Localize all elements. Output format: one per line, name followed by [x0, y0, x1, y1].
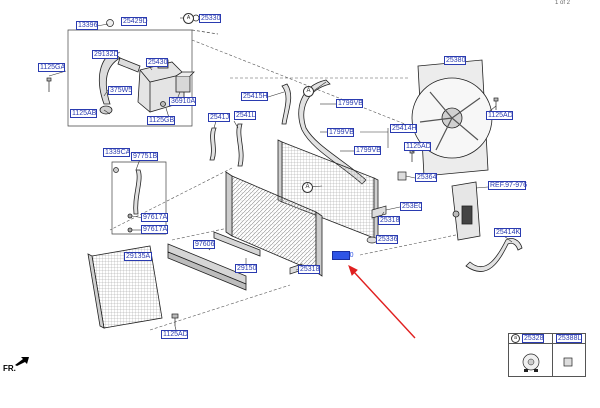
- part-label-25364[interactable]: 25364: [415, 173, 437, 182]
- part-label-1125ad-lower[interactable]: 1125AD: [161, 330, 188, 339]
- part-label-97751b[interactable]: 97751B: [131, 152, 158, 161]
- legend-parts-drawing: [522, 353, 573, 372]
- part-label-1339ca[interactable]: 1339CA: [103, 148, 131, 157]
- hose-25414k-drawing: [465, 238, 523, 272]
- legend-part-25328[interactable]: 25328: [522, 334, 544, 343]
- part-label-25330[interactable]: 25330: [199, 14, 221, 23]
- callout-a-small: A: [183, 13, 194, 24]
- part-label-25430[interactable]: 25430: [146, 58, 168, 67]
- part-label-25414h[interactable]: 25414H: [390, 124, 417, 133]
- part-label-25415h[interactable]: 25415H: [241, 92, 268, 101]
- legend-header-row: [509, 334, 585, 344]
- part-label-97617a-a[interactable]: 97617A: [141, 213, 168, 222]
- bolt-1339ca-drawing: [113, 167, 119, 173]
- callout-a-mid: A: [302, 182, 313, 193]
- radiator-drawing: [225, 171, 323, 277]
- part-label-1799vb-c[interactable]: 1799VB: [354, 146, 381, 155]
- part-label-29150[interactable]: 29150: [235, 264, 257, 273]
- sensor-drawing: [175, 71, 195, 93]
- part-label-25318-b[interactable]: 25318: [298, 265, 320, 274]
- part-label-25336[interactable]: 25336: [376, 235, 398, 244]
- condenser-drawing: [277, 139, 379, 241]
- cap-13396-drawing: [106, 19, 114, 27]
- part-label-1125ga[interactable]: 1125GA: [38, 63, 66, 72]
- fan-shroud-drawing: [411, 59, 493, 177]
- part-label-375w5[interactable]: 375W5: [108, 86, 133, 95]
- legend-table: a 25328 25388L: [508, 333, 586, 377]
- part-label-36910a[interactable]: 36910A: [169, 97, 196, 106]
- reservoir-hose-drawing: [98, 51, 141, 115]
- part-label-29135a[interactable]: 29135A: [124, 252, 152, 261]
- assembly-dash-lines: [109, 39, 471, 331]
- part-label-253e0[interactable]: 253E0: [400, 202, 423, 211]
- front-label: FR.: [3, 364, 16, 373]
- legend-divider: [552, 334, 553, 376]
- part-label-29132d[interactable]: 29132D: [92, 50, 119, 59]
- legend-callout-a: a: [511, 334, 520, 343]
- part-label-1125ad-fan[interactable]: 1125AD: [486, 111, 513, 120]
- part-label-1125ad-mid[interactable]: 1125AD: [404, 142, 431, 151]
- small-hoses-drawing: [209, 123, 244, 167]
- clip-25364-drawing: [397, 171, 407, 181]
- part-label-1125ab[interactable]: 1125AB: [70, 109, 97, 118]
- part-label-97617a-b[interactable]: 97617A: [141, 225, 168, 234]
- bolt-1125ad-lower-drawing: [171, 313, 179, 326]
- part-label-2541j[interactable]: 2541J: [208, 113, 230, 122]
- part-label-25429d[interactable]: 25429D: [121, 17, 148, 26]
- part-label-2541l[interactable]: 2541L: [234, 111, 256, 120]
- bracket-drawing: [127, 169, 142, 233]
- part-label-highlighted[interactable]: 25310: [332, 251, 354, 260]
- page-indicator: 1 of 2: [554, 0, 570, 6]
- bolt-1125ad-fan-drawing: [493, 97, 499, 110]
- deflector-drawing: [167, 231, 261, 291]
- red-pointer-arrow: [348, 265, 416, 339]
- part-label-25414k[interactable]: 25414K: [494, 228, 521, 237]
- part-label-1799vb-b[interactable]: 1799VB: [327, 128, 354, 137]
- part-label-13396[interactable]: 13396: [76, 21, 98, 30]
- bolt-1125ga-drawing: [46, 77, 52, 92]
- carrier-drawing: [87, 245, 163, 329]
- bracket-box-drawing: [111, 161, 167, 235]
- part-label-25380[interactable]: 25380: [444, 56, 466, 65]
- ref-module-drawing: [451, 181, 481, 241]
- front-arrow-icon: [15, 357, 29, 366]
- legend-part-25388l[interactable]: 25388L: [556, 334, 582, 343]
- part-label-97606[interactable]: 97606: [193, 240, 215, 249]
- part-label-1125gb[interactable]: 1125GB: [147, 116, 175, 125]
- callout-a-top: A: [303, 86, 314, 97]
- part-label-1799vb-a[interactable]: 1799VB: [336, 99, 363, 108]
- reservoir-group-frame: [67, 29, 219, 127]
- part-label-25318-a[interactable]: 25318: [378, 216, 400, 225]
- ref-label[interactable]: REF.97-976: [488, 181, 527, 190]
